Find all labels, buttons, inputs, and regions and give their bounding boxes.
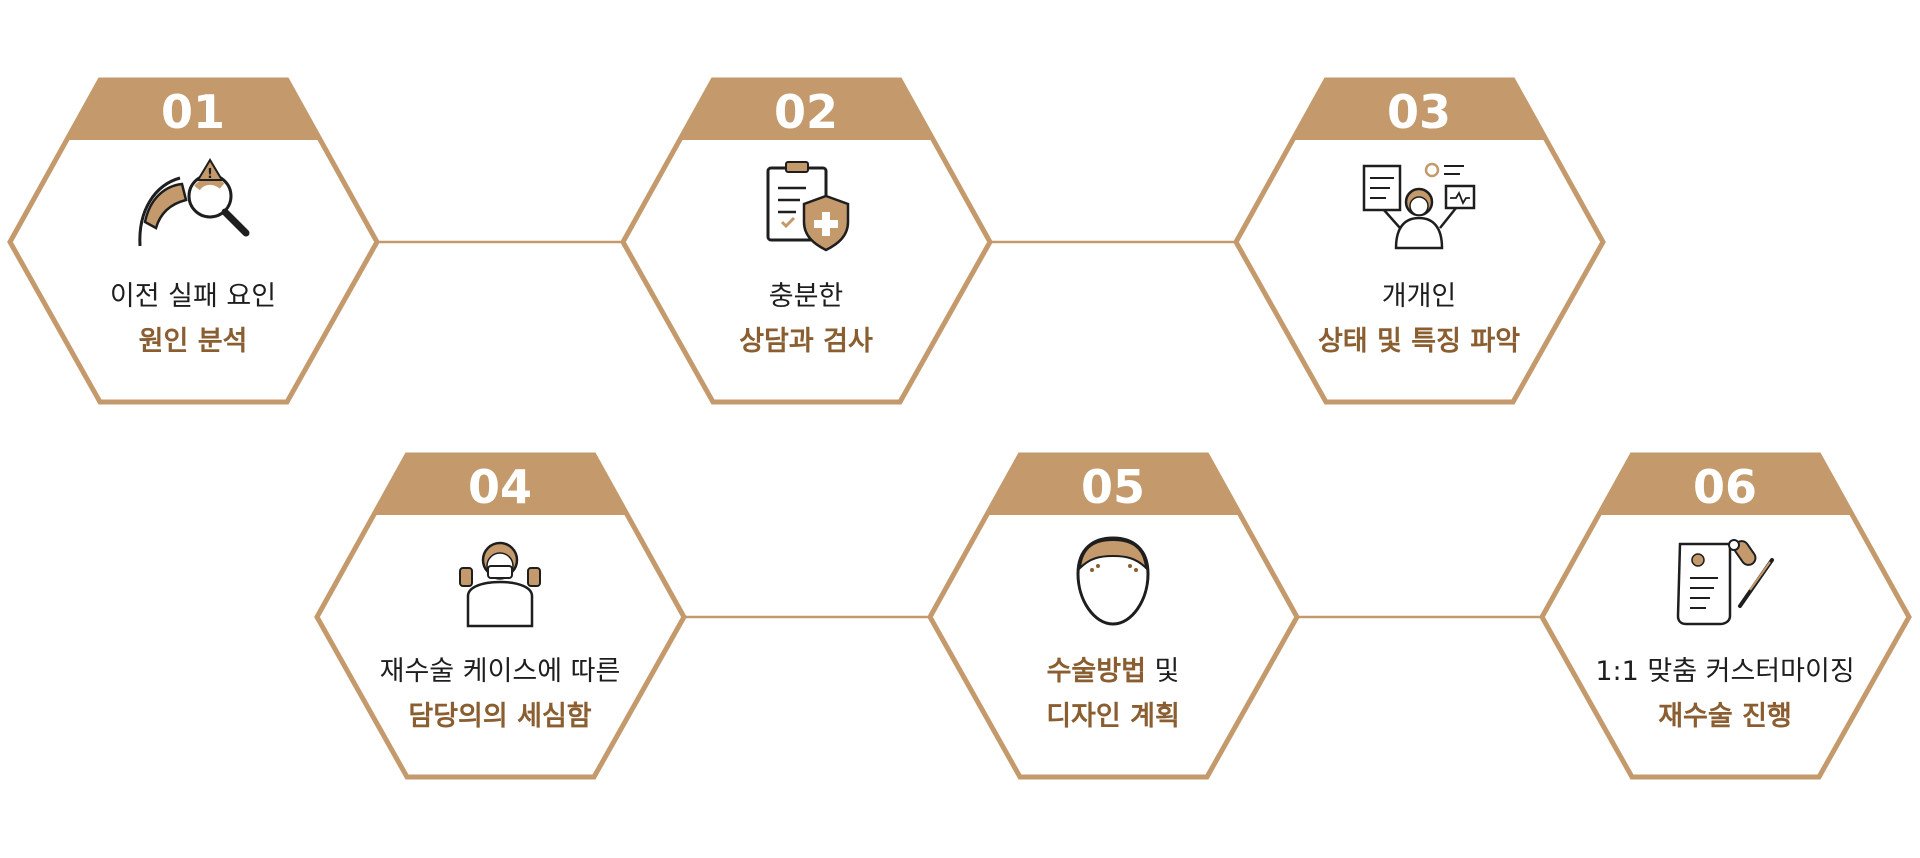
number-band-03 bbox=[1295, 80, 1544, 140]
head-design-icon bbox=[1076, 536, 1150, 626]
step-title-line2: 상담과 검사 bbox=[739, 326, 873, 357]
step-number: 03 bbox=[1387, 85, 1451, 139]
step-title-line1: 1:1 맞춤 커스터마이징 bbox=[1595, 656, 1854, 687]
step-03: 03 개개인 상태 및 특징 파악 bbox=[1233, 77, 1606, 405]
step-number: 05 bbox=[1081, 460, 1145, 514]
number-band-05 bbox=[989, 455, 1238, 515]
step-06: 06 1:1 맞춤 커스터마이징 재수술 진행 bbox=[1539, 452, 1912, 780]
step-title-line2: 상태 및 특징 파악 bbox=[1318, 326, 1520, 357]
step-04: 04 재수술 케이스에 따른 담당의의 세심함 bbox=[314, 452, 687, 780]
step-02: 02 충분한 상담과 검사 bbox=[620, 77, 993, 405]
step-title-line2: 재수술 진행 bbox=[1658, 701, 1792, 732]
svg-text:!: ! bbox=[207, 167, 213, 182]
masked-doctor-icon bbox=[459, 541, 541, 628]
step-title-line2: 디자인 계획 bbox=[1046, 701, 1180, 732]
step-number: 06 bbox=[1693, 460, 1757, 514]
step-title-line2: 원인 분석 bbox=[139, 326, 248, 357]
prescription-pills-icon bbox=[1676, 539, 1774, 626]
magnifier-scalp-icon: ! bbox=[138, 158, 250, 247]
step-title-line1-strong: 수술방법 bbox=[1047, 656, 1146, 687]
step-title-line2: 담당의의 세심함 bbox=[408, 701, 591, 732]
step-title-line1: 재수술 케이스에 따른 bbox=[380, 656, 621, 687]
step-title-line1: 이전 실패 요인 bbox=[110, 281, 276, 312]
step-title-line1: 충분한 bbox=[769, 281, 844, 312]
connectors bbox=[378, 240, 1542, 619]
number-band-01 bbox=[69, 80, 318, 140]
step-title-line1: 수술방법 및 bbox=[1047, 656, 1180, 687]
number-band-04 bbox=[376, 455, 625, 515]
step-number: 02 bbox=[774, 85, 838, 139]
step-title-line1: 개개인 bbox=[1382, 281, 1457, 312]
step-title-line1-rest: 및 bbox=[1146, 656, 1179, 687]
step-05: 05 수술방법 및 디자인 계획 bbox=[927, 452, 1300, 780]
step-number: 04 bbox=[468, 460, 532, 514]
doctor-charts-icon bbox=[1362, 162, 1476, 250]
number-band-06 bbox=[1601, 455, 1850, 515]
clipboard-shield-icon bbox=[766, 161, 850, 252]
number-band-02 bbox=[682, 80, 931, 140]
step-number: 01 bbox=[161, 85, 225, 139]
step-01: 01 ! 이전 실패 요인 원인 분석 bbox=[7, 77, 380, 405]
